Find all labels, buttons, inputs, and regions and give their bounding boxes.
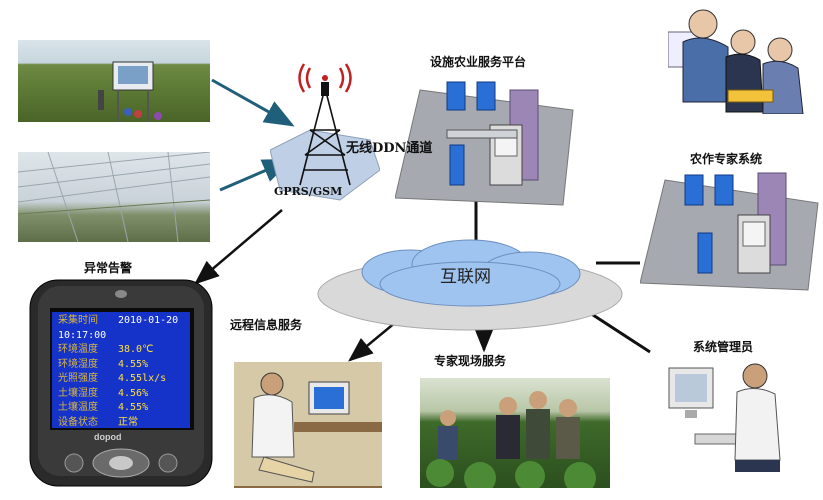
pda-row: 设备状态正常	[58, 416, 138, 428]
admin-label: 系统管理员	[693, 340, 754, 354]
internet-label: 互联网	[440, 267, 491, 287]
admin-photo	[665, 360, 791, 472]
experts-illustration	[668, 2, 818, 114]
gprs-tower	[270, 63, 380, 201]
field-sensor-photo	[18, 40, 210, 122]
field-service-photo	[420, 378, 610, 488]
alarm-label: 异常告警	[84, 261, 133, 275]
arrow-field-to-gprs	[211, 78, 295, 127]
pda-row: 10:17:00	[58, 329, 107, 341]
gprs-label: GPRS/GSM	[274, 185, 343, 198]
platform-label: 设施农业服务平台	[430, 55, 527, 69]
remote-service-photo	[234, 362, 382, 488]
field-service-label: 专家现场服务	[434, 354, 507, 368]
greenhouse-photo	[18, 152, 210, 242]
wireless-channel-label: 无线DDN通道	[346, 141, 433, 156]
arrow-gprs-to-pda	[194, 209, 283, 285]
remote-service-label: 远程信息服务	[230, 318, 303, 332]
pda-brand: dopod	[94, 432, 122, 442]
expert-system-label: 农作专家系统	[690, 152, 763, 166]
